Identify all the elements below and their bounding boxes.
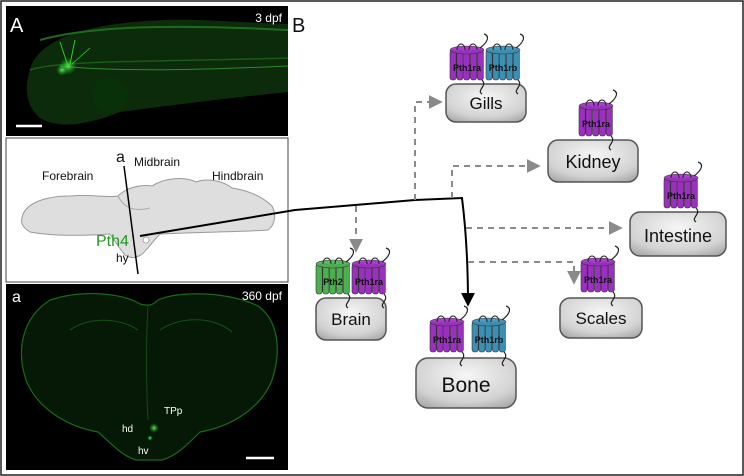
bone-pth1rb-receptor-icon: [471, 305, 511, 367]
bone-receptor-1-label: Pth1ra: [433, 335, 462, 345]
bone-box: [415, 357, 517, 409]
hindbrain-label: Hindbrain: [212, 169, 263, 183]
pth4-label: Pth4: [96, 233, 129, 250]
gills-pth1ra-receptor-icon: [449, 33, 489, 95]
kidney-pth1ra-receptor-icon: [578, 89, 618, 151]
midbrain-label: Midbrain: [134, 155, 180, 169]
receptor-icons: [315, 33, 703, 367]
forebrain-label: Forebrain: [42, 169, 93, 183]
bone-pth1ra-receptor-icon: [429, 305, 469, 367]
brain-label: Brain: [331, 310, 371, 329]
hd-region-label: hd: [122, 424, 133, 435]
gills-label: Gills: [469, 94, 502, 113]
panel-b-letter: B: [292, 15, 305, 37]
intestine-box: [629, 211, 727, 257]
brain-box: [315, 297, 387, 341]
brain-receptor-2-label: Pth1ra: [355, 277, 384, 287]
bone-receptor-2-label: Pth1rb: [475, 335, 504, 345]
bone-label: Bone: [441, 374, 490, 397]
intestine-pth1ra-receptor-icon: [663, 161, 703, 223]
intestine-receptor-1-label: Pth1ra: [667, 191, 696, 201]
gills-pth1rb-receptor-icon: [485, 33, 525, 95]
dashed-to-gills: [414, 95, 443, 200]
intestine-label: Intestine: [644, 226, 712, 246]
brain-receptor-1-label: Pth2: [323, 277, 343, 287]
solid-projection-line: [139, 196, 475, 307]
hypothalamus-label: hy: [116, 251, 129, 265]
dashed-to-kidney: [451, 159, 541, 198]
connection-lines: [139, 95, 623, 307]
brain-schematic: [5, 137, 289, 283]
section-a-letter: a: [12, 289, 21, 306]
panel-a-age-label: 3 dpf: [255, 11, 282, 25]
kidney-box: [547, 139, 639, 183]
dashed-to-scales: [468, 261, 581, 285]
gills-receptor-2-label: Pth1rb: [489, 63, 518, 73]
panel-a-letter: A: [10, 15, 24, 37]
section-letter-label: a: [116, 149, 125, 166]
section-age-label: 360 dpf: [242, 289, 283, 303]
hv-region-label: hv: [138, 446, 149, 457]
larva-micrograph: [6, 6, 289, 136]
adult-brain-section: [6, 284, 288, 470]
kidney-label: Kidney: [565, 152, 620, 172]
gills-box: [445, 83, 527, 123]
scales-pth1ra-receptor-icon: [580, 245, 620, 307]
scales-receptor-1-label: Pth1ra: [584, 275, 613, 285]
tpp-region-label: TPp: [164, 406, 183, 417]
kidney-receptor-1-label: Pth1ra: [582, 119, 611, 129]
scales-label: Scales: [575, 309, 626, 328]
gills-receptor-1-label: Pth1ra: [453, 63, 482, 73]
brain-pth1ra-receptor-icon: [351, 247, 391, 309]
brain-pth2-receptor-icon: [315, 247, 355, 309]
scales-box: [559, 297, 643, 339]
